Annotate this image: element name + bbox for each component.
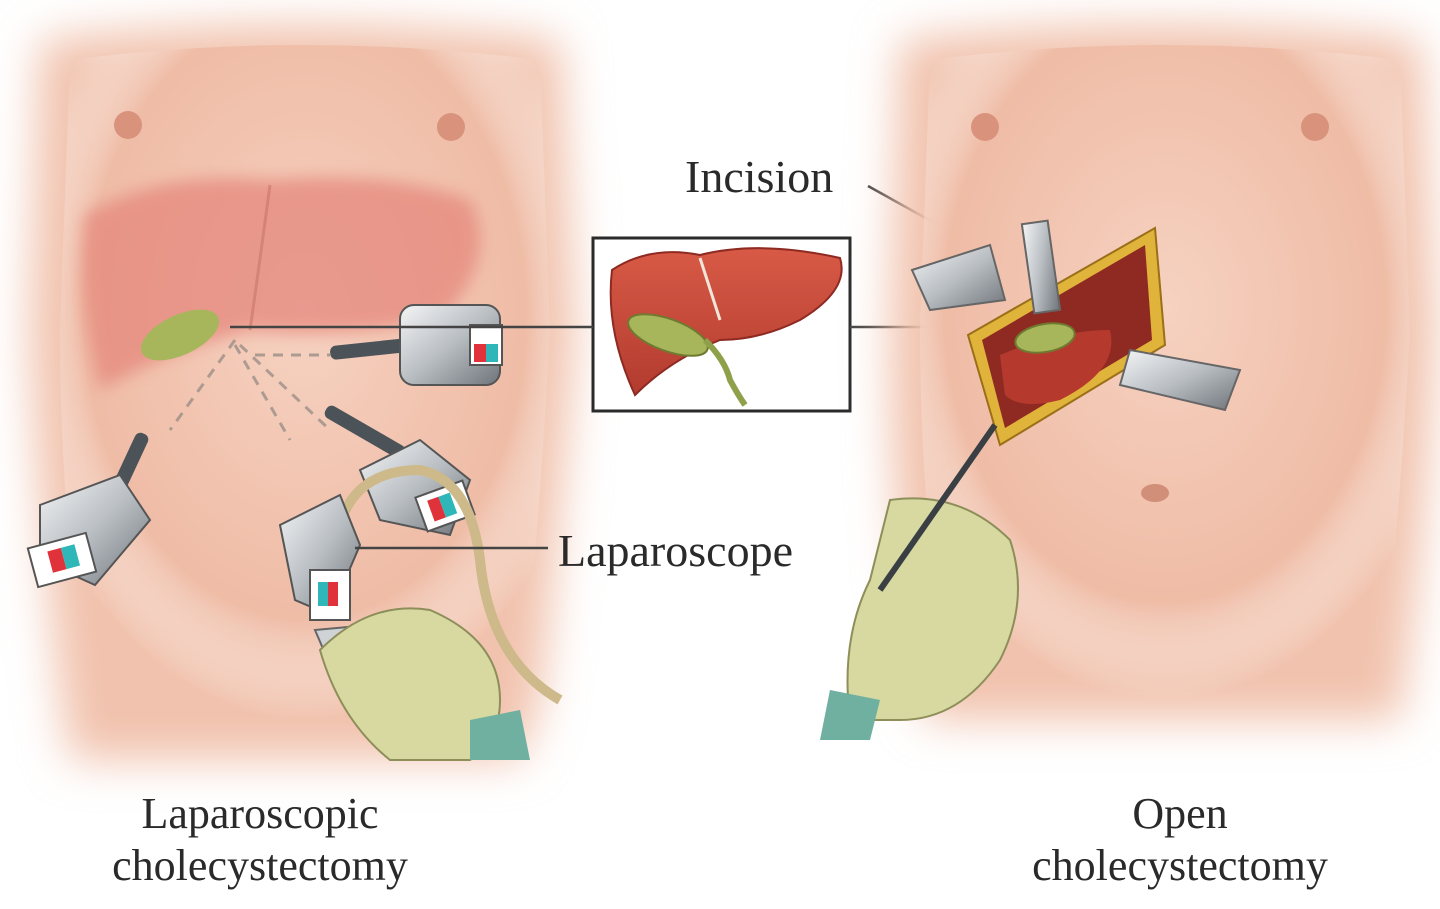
gallbladder-left bbox=[141, 309, 219, 361]
caption-left-line2: cholecystectomy bbox=[112, 841, 408, 890]
retractors bbox=[910, 219, 1242, 412]
glove-right bbox=[820, 423, 1019, 740]
caption-right-line2: cholecystectomy bbox=[1032, 841, 1328, 890]
trocar-right bbox=[324, 405, 476, 537]
left-torso bbox=[30, 25, 575, 760]
nipple-right bbox=[437, 113, 465, 141]
liver-inset bbox=[591, 236, 852, 413]
incision-wound bbox=[966, 226, 1167, 447]
incision-label: Incision bbox=[685, 151, 834, 202]
caption-laparoscopic: Laparoscopic cholecystectomy bbox=[60, 788, 460, 892]
caption-left-line1: Laparoscopic bbox=[141, 789, 379, 838]
trocar-left bbox=[26, 432, 152, 589]
nipple-left bbox=[114, 111, 142, 139]
laparoscope-label: Laparoscope bbox=[558, 525, 793, 576]
gallbladder bbox=[627, 313, 709, 357]
trocar-top bbox=[330, 304, 503, 386]
glove-left bbox=[318, 607, 530, 761]
caption-right-line1: Open bbox=[1132, 789, 1228, 838]
navel bbox=[1141, 484, 1169, 502]
caption-open: Open cholecystectomy bbox=[980, 788, 1380, 892]
liver bbox=[609, 247, 843, 397]
